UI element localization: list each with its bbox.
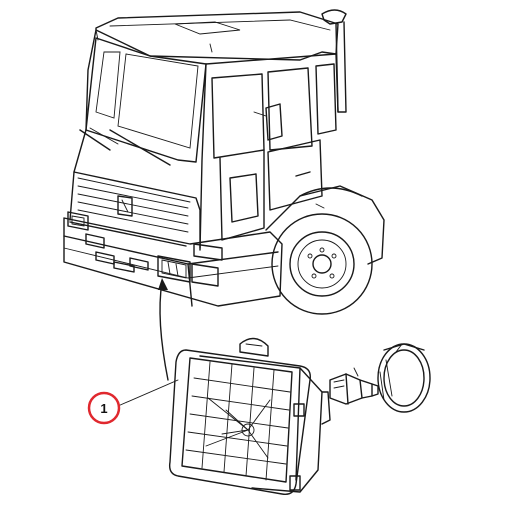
callout-1: 1: [87, 379, 179, 425]
headlamp-bulb: [329, 367, 379, 405]
pointer-arrow: [158, 278, 169, 381]
rear-cover: [377, 343, 431, 413]
headlamp-unit: [168, 337, 331, 495]
callout-label: 1: [100, 401, 107, 416]
callout-circle: [87, 391, 121, 425]
truck-cab: [63, 9, 385, 315]
